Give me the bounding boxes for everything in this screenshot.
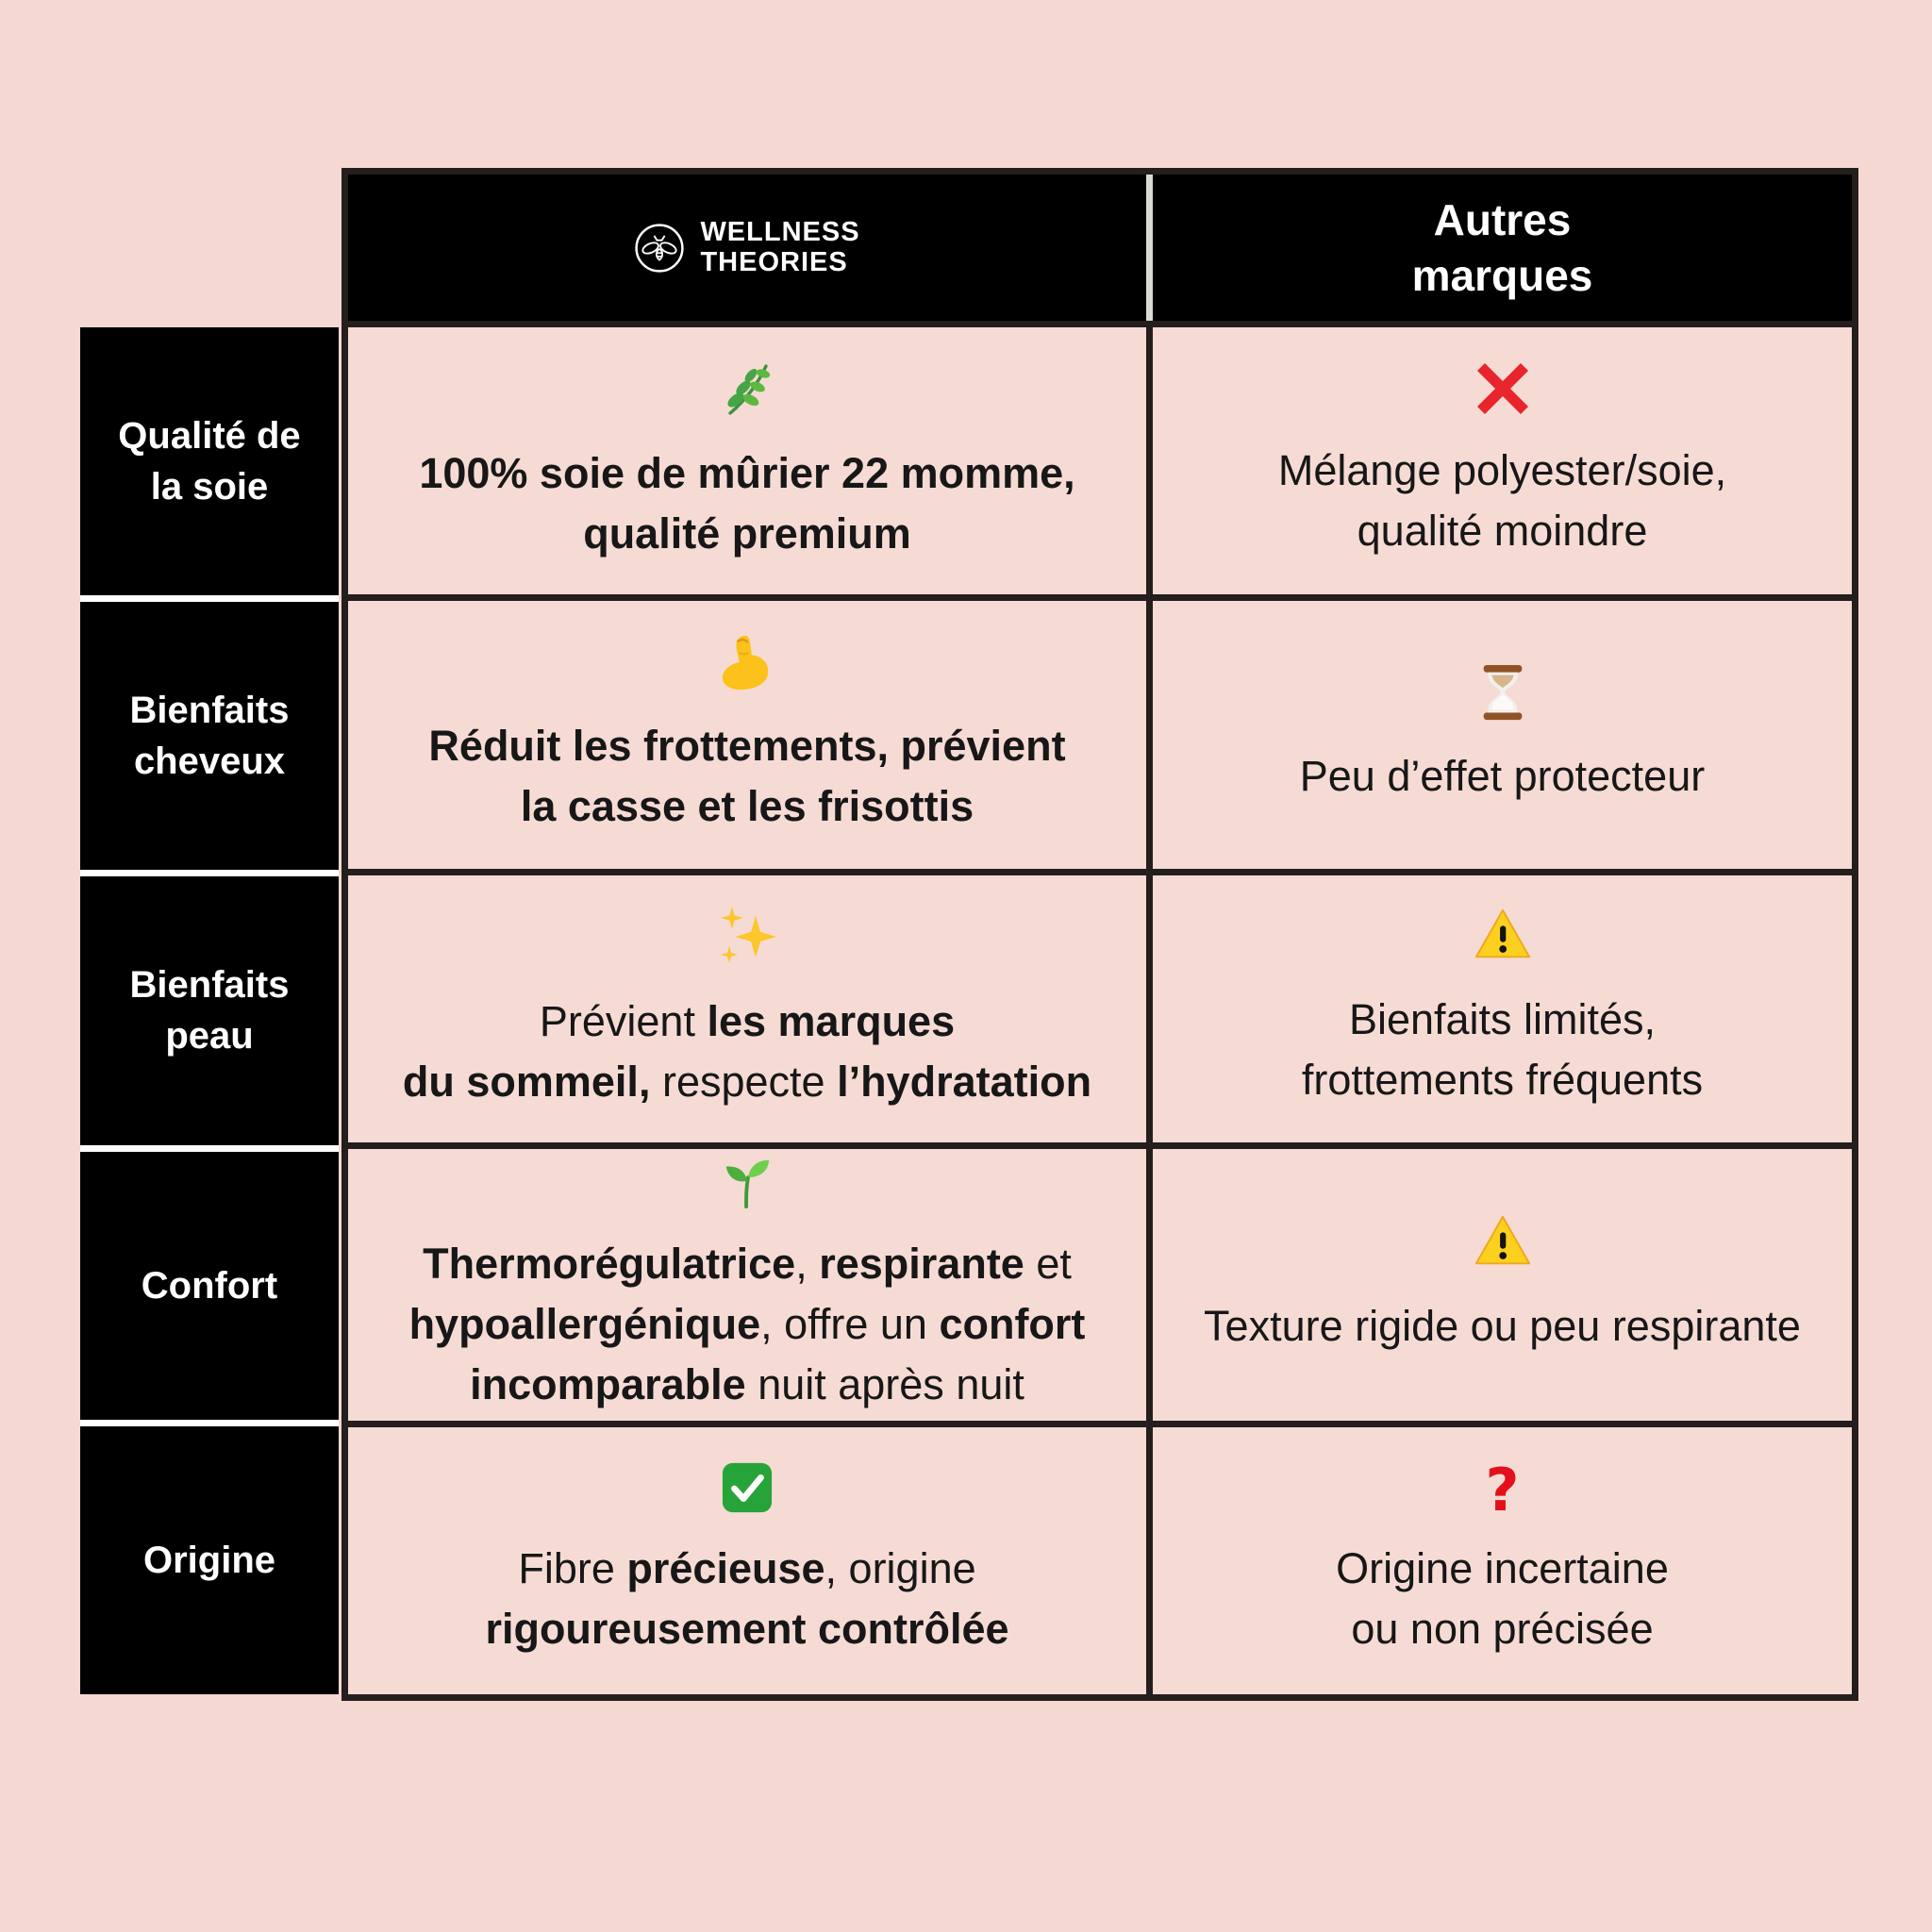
- brand-name-line2: THEORIES: [700, 246, 848, 277]
- warning-icon: [1474, 907, 1532, 965]
- warning-icon: [1474, 1213, 1532, 1272]
- brand-header-cell: WELLNESS THEORIES: [348, 175, 1146, 321]
- row-label-text: Origine: [142, 1539, 276, 1581]
- cell-text: Réduit les frottements, prévient la cass…: [428, 722, 1066, 830]
- flexed-biceps-icon: [718, 633, 776, 691]
- brand-name-line1: WELLNESS: [700, 216, 860, 247]
- herb-icon: [717, 358, 777, 419]
- row-label-text: Qualité de la soie: [118, 415, 301, 508]
- cell-text: 100% soie de mûrier 22 momme, qualité pr…: [419, 448, 1075, 558]
- header-divider: [1146, 175, 1153, 321]
- row-labels-column: Qualité de la soie Bienfaits cheveux Bie…: [80, 327, 339, 1694]
- check-mark-icon: [721, 1461, 774, 1514]
- red-question-mark-icon: ?: [1485, 1456, 1520, 1525]
- cell-others-confort: Texture rigide ou peu respirante: [1153, 1148, 1852, 1421]
- cell-others-qualite: Mélange polyester/soie, qualité moindre: [1153, 327, 1852, 595]
- cell-wellness-origine: Fibre précieuse, origine rigoureusement …: [348, 1426, 1146, 1694]
- bee-logo-icon: [634, 223, 685, 274]
- row-label-text: Bienfaits peau: [129, 964, 290, 1058]
- competitor-header-label: Autres marques: [1411, 194, 1593, 300]
- row-label-confort: Confort: [80, 1151, 339, 1420]
- brand-name: WELLNESS THEORIES: [700, 216, 860, 278]
- cell-others-peau: Bienfaits limités, frottements fréquents: [1153, 874, 1852, 1142]
- cell-wellness-cheveux: Réduit les frottements, prévient la cass…: [348, 601, 1146, 869]
- brand-logo-lockup: WELLNESS THEORIES: [634, 216, 860, 278]
- row-label-origine: Origine: [80, 1425, 339, 1694]
- cell-wellness-peau: Prévient les marques du sommeil, respect…: [348, 874, 1146, 1142]
- row-label-bienfaits-cheveux: Bienfaits cheveux: [80, 602, 339, 871]
- row-label-bienfaits-peau: Bienfaits peau: [80, 876, 339, 1145]
- row-label-text: Confort: [141, 1264, 278, 1307]
- sparkles-icon: [716, 905, 778, 967]
- cell-text: Peu d’effet protecteur: [1299, 752, 1706, 801]
- comparison-table: WELLNESS THEORIES Autres marques 100% so…: [341, 168, 1858, 1701]
- cell-text: Thermorégulatrice, respirante et hypoall…: [408, 1239, 1086, 1408]
- cell-text: Bienfaits limités, frottements fréquents: [1301, 995, 1704, 1105]
- competitor-header-cell: Autres marques: [1153, 175, 1852, 321]
- cell-wellness-qualite: 100% soie de mûrier 22 momme, qualité pr…: [348, 327, 1146, 595]
- row-label-qualite-soie: Qualité de la soie: [80, 327, 339, 596]
- cell-text: Mélange polyester/soie, qualité moindre: [1277, 445, 1727, 555]
- cell-wellness-confort: Thermorégulatrice, respirante et hypoall…: [348, 1148, 1146, 1421]
- seedling-icon: [720, 1155, 774, 1209]
- cell-others-cheveux: Peu d’effet protecteur: [1153, 601, 1852, 869]
- cell-text: Prévient les marques du sommeil, respect…: [402, 997, 1092, 1107]
- hourglass-icon: [1474, 663, 1532, 722]
- row-label-text: Bienfaits cheveux: [129, 690, 290, 783]
- cell-text: Fibre précieuse, origine rigoureusement …: [485, 1544, 1009, 1654]
- cell-text: Origine incertaine ou non précisée: [1336, 1544, 1669, 1654]
- cell-text: Texture rigide ou peu respirante: [1204, 1301, 1801, 1350]
- cross-mark-icon: [1475, 361, 1530, 416]
- cell-others-origine: ? Origine incertaine ou non précisée: [1153, 1426, 1852, 1694]
